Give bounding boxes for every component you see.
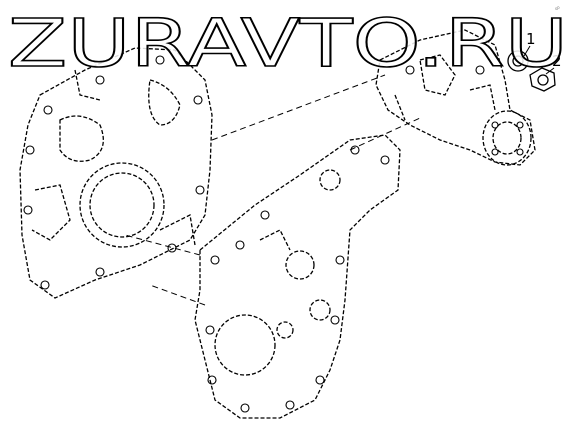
gasket [194,134,401,419]
watermark-logo: ZURAVTO.RU [7,6,569,76]
pump-assembly [375,29,536,166]
front-cover-housing [19,47,213,299]
assembly-leader-lines [124,74,421,306]
hex-nut [529,67,556,92]
corner-code: sP [555,6,560,11]
watermark-text: ZURAVTO.RU [8,6,568,76]
pump-fittings [405,65,524,156]
callout-leaders [523,45,555,75]
washer [507,50,529,72]
gasket-bolt-holes [205,145,390,413]
housing-bolt-holes [23,55,205,290]
callout-1: 1 [526,30,536,48]
callout-2: 2 [552,52,562,70]
